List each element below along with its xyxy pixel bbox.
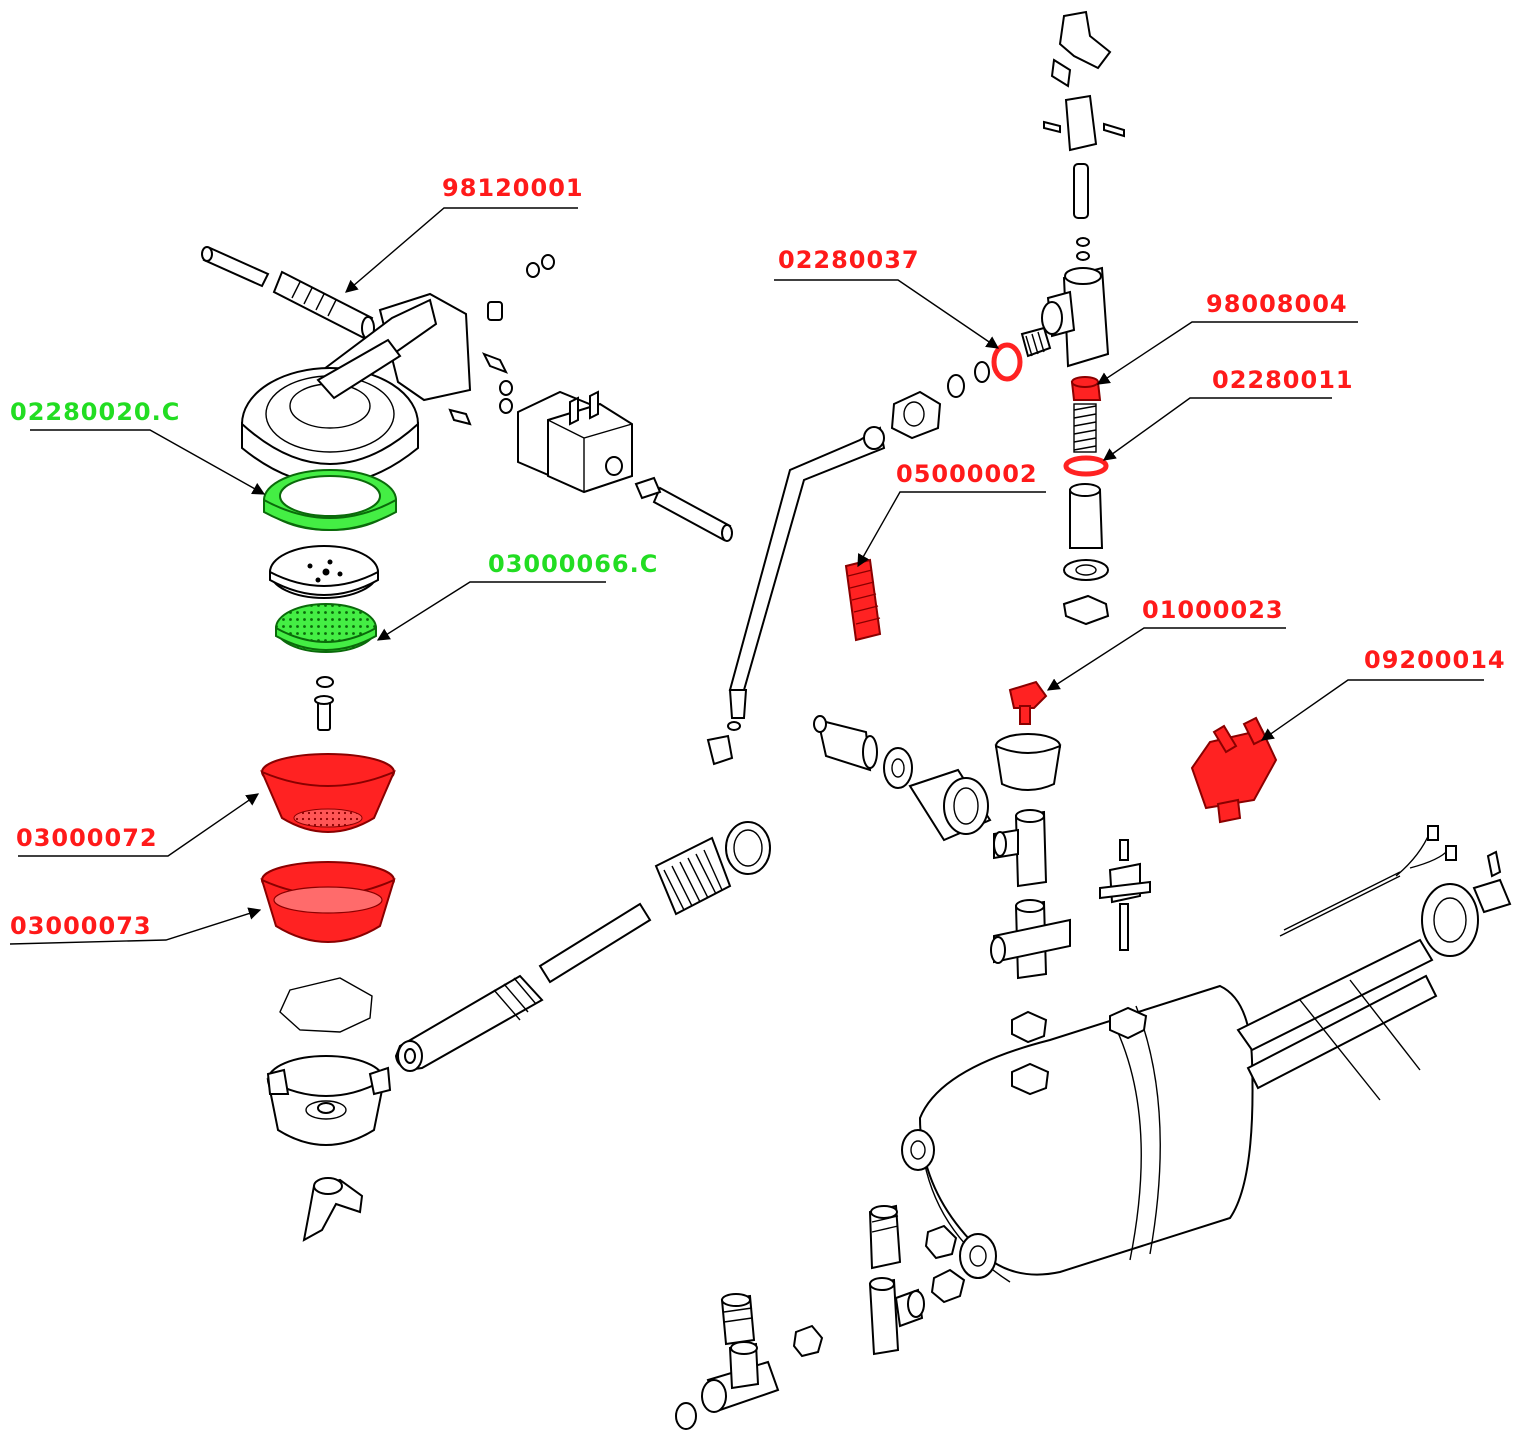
outlet-fitting: [675, 1293, 824, 1430]
filter-basket-double-highlight: [260, 861, 396, 943]
boiler-assembly: [901, 825, 1512, 1304]
dispersion-plate: [269, 545, 379, 599]
label-98120001: 98120001: [442, 174, 584, 202]
label-03000066C: 03000066.C: [488, 550, 658, 578]
vacuum-valve: [813, 715, 913, 789]
group-gasket-highlight: [263, 469, 397, 531]
lever-valve-part: [272, 270, 375, 340]
anti-vacuum-valve-highlight: [1008, 680, 1048, 725]
leader-05000002: [857, 491, 1046, 568]
tap-washer: [974, 361, 990, 383]
tap-seat-nut-highlight: [1070, 376, 1102, 401]
steam-pipe-nut: [890, 390, 942, 440]
group-head-assembly: [201, 246, 771, 1242]
label-02280020C: 02280020.C: [10, 398, 180, 426]
label-01000023: 01000023: [1142, 596, 1284, 624]
leader-98120001: [345, 207, 578, 293]
leader-01000023: [1046, 627, 1286, 691]
label-03000073: 03000073: [10, 912, 152, 940]
boiler-nuts: [1011, 1006, 1148, 1096]
spout-part: [302, 1177, 364, 1242]
label-09200014: 09200014: [1364, 646, 1506, 674]
heating-element: [1236, 850, 1512, 1101]
bottom-fittings: [675, 1204, 925, 1430]
tap-stem: [1062, 483, 1110, 626]
pin-part: [201, 246, 270, 288]
tap-body: [1020, 266, 1110, 368]
leader-03000072: [18, 793, 260, 857]
portafilter-part: [266, 1055, 392, 1146]
shower-screen-highlight: [275, 603, 377, 653]
pressure-switch-highlight: [1190, 716, 1278, 824]
leader-lines: [9, 207, 1484, 945]
tap-spring: [1073, 403, 1097, 453]
t-fitting-lower: [868, 1277, 925, 1356]
filter-basket-single-highlight: [260, 753, 396, 833]
steam-spring-highlight: [844, 558, 882, 642]
label-05000002: 05000002: [896, 460, 1038, 488]
leader-02280020C: [30, 429, 266, 495]
leader-02280037: [774, 279, 1000, 349]
label-02280011: 02280011: [1212, 366, 1354, 394]
label-03000072: 03000072: [16, 824, 158, 852]
label-02280037: 02280037: [778, 246, 920, 274]
basket-spring: [279, 977, 373, 1033]
leader-02280011: [1102, 397, 1332, 461]
cross-fitting: [990, 899, 1071, 980]
temperature-probe-wire: [1279, 825, 1457, 937]
safety-valve-assembly: [813, 680, 1278, 980]
compression-fitting: [868, 1204, 902, 1270]
handle-part: [394, 821, 771, 1072]
group-housing-part: [241, 292, 472, 485]
boiler-ports: [901, 1129, 997, 1304]
leader-09200014: [1260, 679, 1484, 741]
steam-tap-gasket-highlight: [991, 342, 1023, 382]
small-fittings: [448, 254, 555, 426]
steam-pipe: [706, 426, 886, 766]
label-98008004: 98008004: [1206, 290, 1348, 318]
solenoid-valve-part: [517, 390, 733, 542]
valve-cup: [994, 733, 1062, 791]
t-fitting-upper: [993, 809, 1048, 888]
part-labels: 98120001 02280020.C 03000066.C 03000072 …: [10, 174, 1506, 940]
level-probe: [1099, 839, 1151, 951]
leader-98008004: [1096, 321, 1358, 385]
tap-seal-highlight: [1063, 455, 1109, 477]
leader-03000066C: [376, 581, 606, 641]
leader-03000073: [9, 907, 262, 945]
shower-screw: [314, 676, 334, 731]
valve-sleeve: [908, 768, 992, 842]
tap-knob: [1043, 10, 1125, 261]
tap-washer-2: [947, 374, 965, 398]
steam-tap-assembly: [706, 10, 1125, 766]
